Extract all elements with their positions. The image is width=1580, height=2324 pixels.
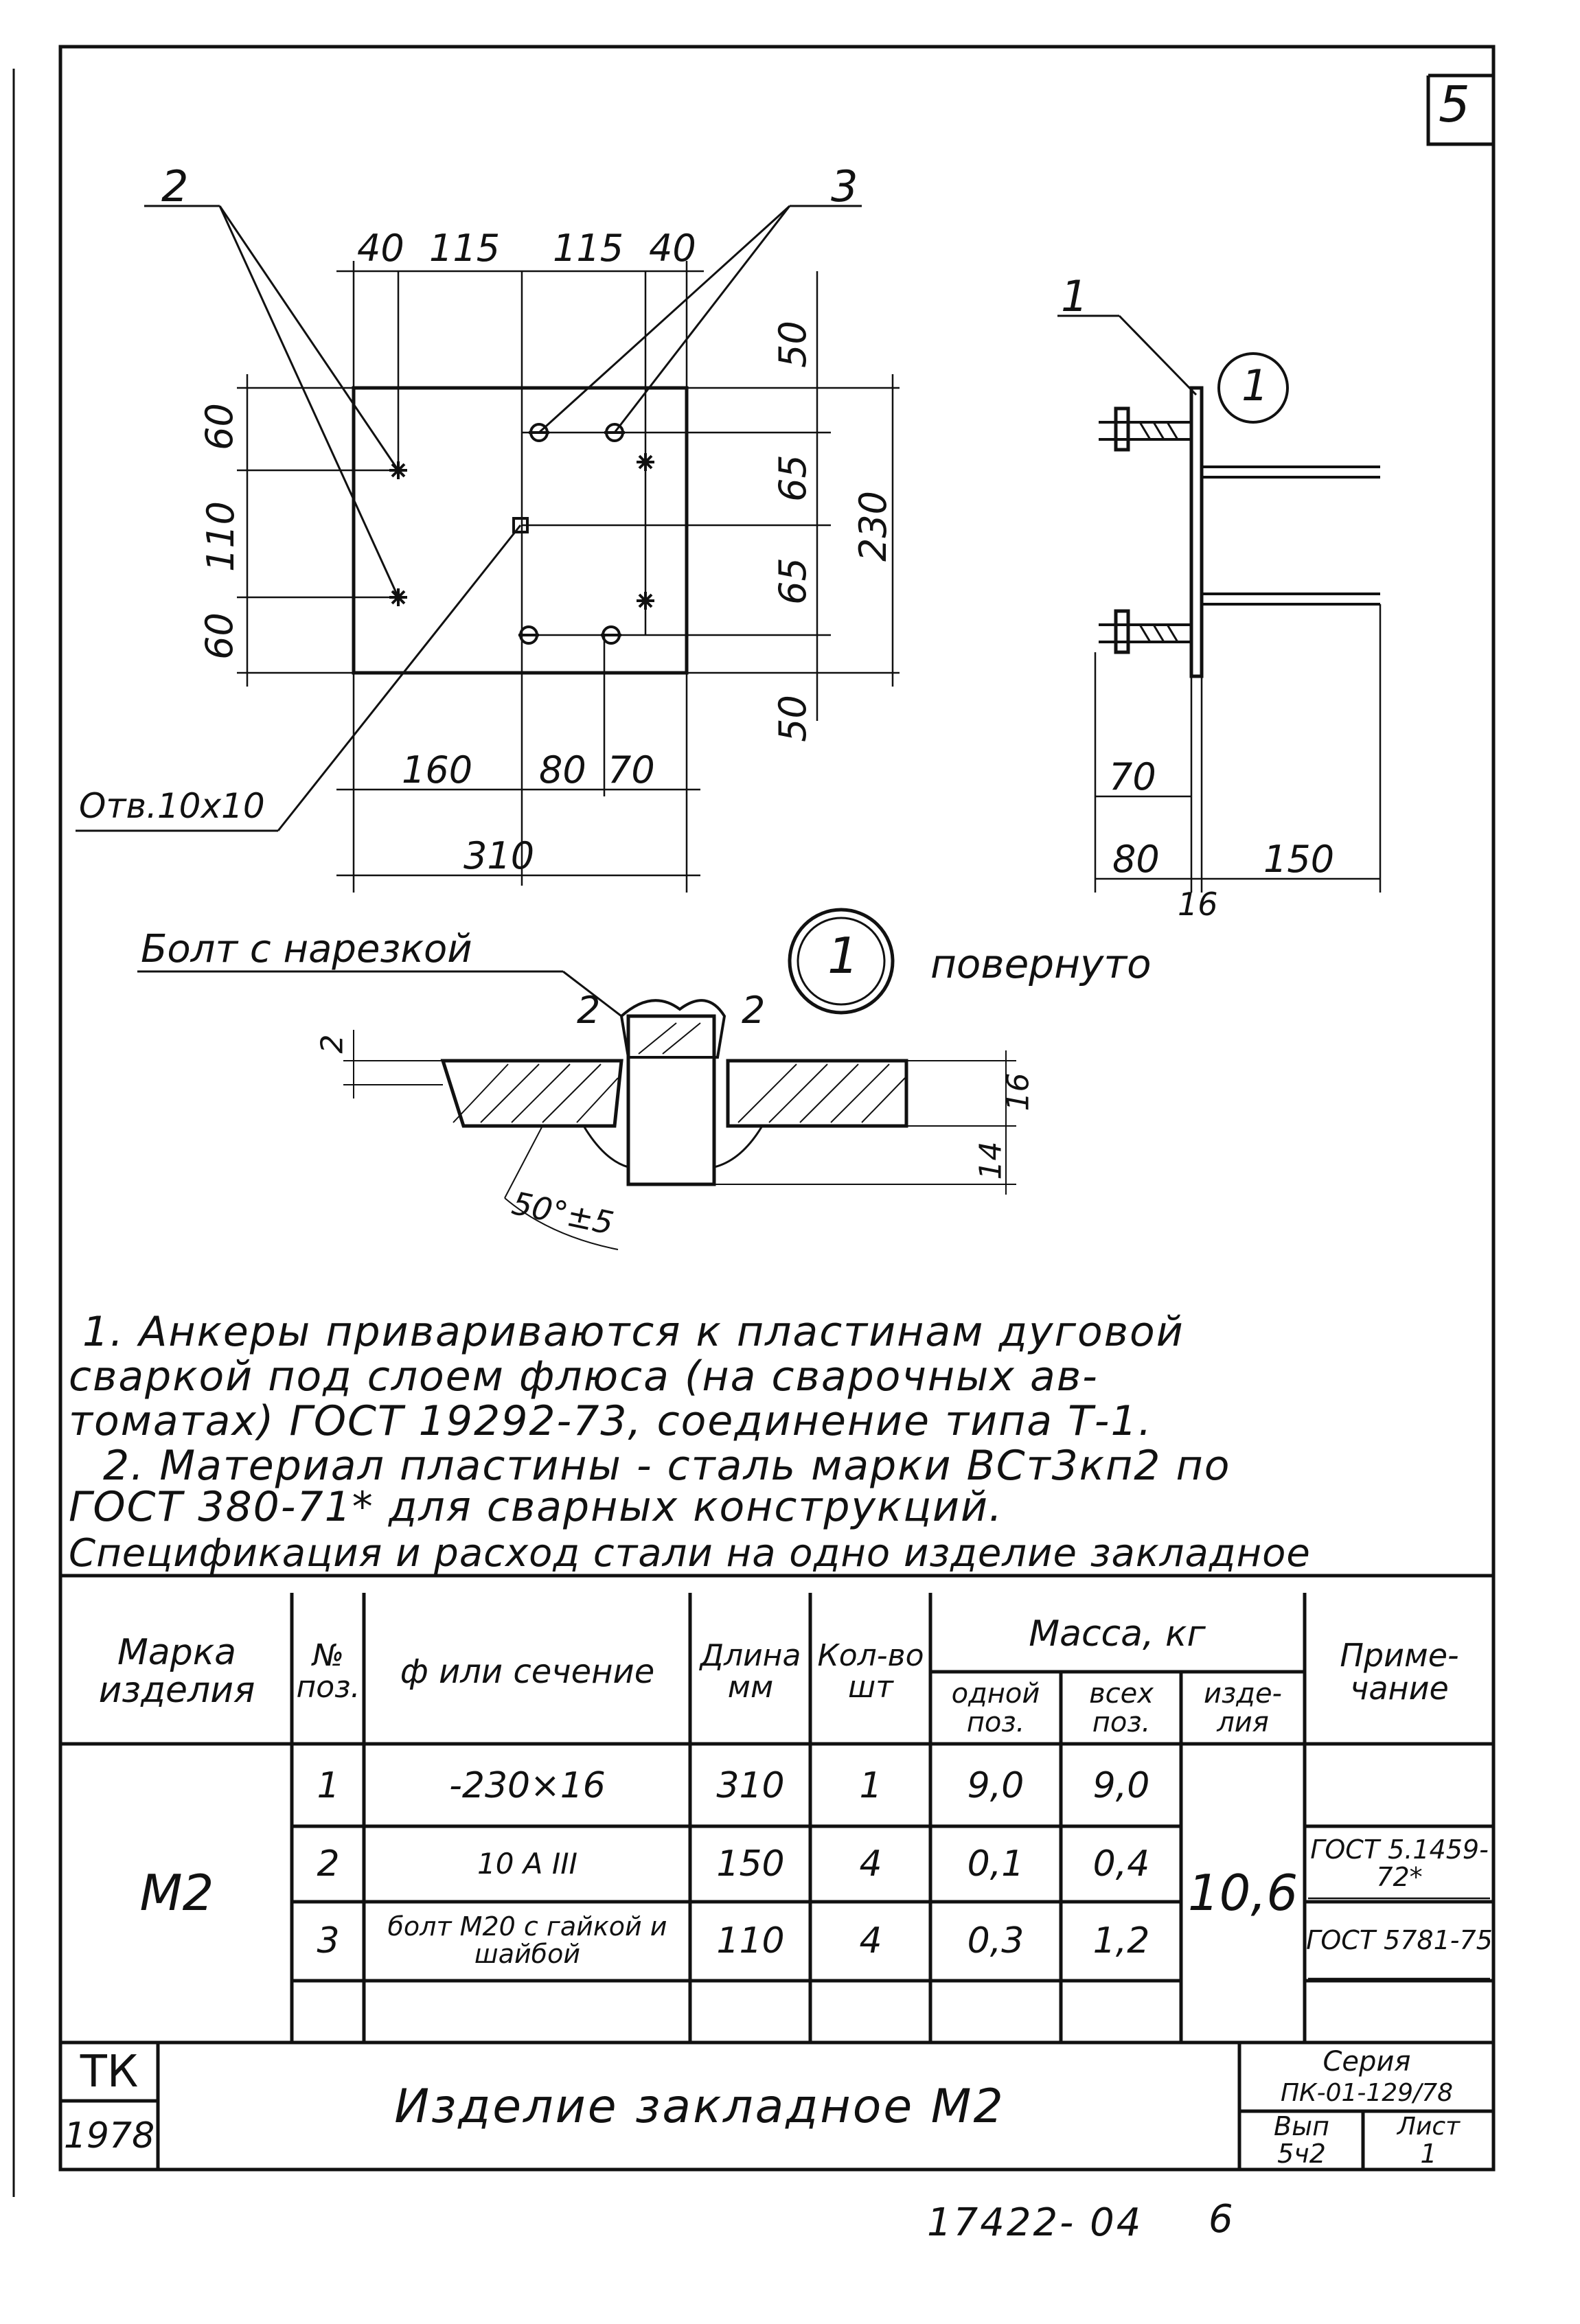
dim-bottom-3: 70 (608, 748, 655, 792)
side-dim-70: 70 (1109, 755, 1156, 798)
sheet-label: Лист (1397, 2113, 1461, 2141)
header-length: Длина мм (700, 1637, 801, 1705)
header-qty: Кол-во шт (817, 1637, 924, 1705)
row3-qty: 4 (859, 1920, 882, 1961)
row3-mass-all: 1,2 (1092, 1920, 1150, 1961)
dim-bottom-2: 80 (539, 748, 586, 792)
dim-top-4: 40 (649, 227, 696, 270)
archive-page: 6 (1209, 2197, 1233, 2242)
note-line-4: 2. Материал пластины - сталь марки ВСт3к… (103, 1442, 1231, 1490)
bolt-label: Болт с нарезкой (141, 927, 472, 971)
detail-marker-side: 1 (1241, 360, 1269, 411)
row2-length: 150 (716, 1843, 785, 1885)
series-label: Серия (1323, 2045, 1411, 2078)
weld-left: 2 (577, 989, 601, 1032)
drawing-title: Изделие закладное М2 (394, 2080, 1005, 2135)
issue-value: 5ч2 (1277, 2139, 1326, 2170)
year: 1978 (63, 2115, 155, 2156)
note-line-5: ГОСТ 380-71* для сварных конструкций. (69, 1483, 1004, 1531)
row2-section: 10 А III (477, 1846, 578, 1880)
dim-bottom-1: 160 (402, 748, 473, 792)
row2-mass-all: 0,4 (1092, 1843, 1150, 1885)
row1-qty: 1 (859, 1764, 882, 1806)
dim-top-1: 40 (357, 227, 404, 270)
row1-mass-one: 9,0 (967, 1764, 1024, 1806)
sheet-number-box (1426, 73, 1493, 146)
sheet-value: 1 (1420, 2139, 1437, 2170)
note-line-2: сваркой под слоем флюса (на сварочных ав… (69, 1353, 1099, 1401)
dim-right-total: 230 (851, 490, 895, 562)
callout-plate: 1 (1061, 271, 1088, 321)
header-pos: № поз. (296, 1637, 360, 1705)
header-section: ф или сечение (400, 1652, 655, 1691)
side-dim-16: 16 (1178, 886, 1218, 923)
dim-bottom-total: 310 (463, 834, 535, 877)
dim-left-2: 110 (199, 501, 243, 573)
header-mass: Масса, кг (1029, 1613, 1206, 1655)
header-note: Приме- чание (1340, 1636, 1459, 1707)
frame (58, 45, 1496, 2172)
detail-marker-suffix: повернуто (930, 941, 1152, 987)
issue-label: Вып (1274, 2111, 1329, 2142)
dim-top-2: 115 (429, 227, 501, 270)
side-dim-80: 80 (1112, 838, 1160, 881)
row1-mass-all: 9,0 (1092, 1764, 1150, 1806)
row2-note: ГОСТ 5.1459-72* (1310, 1834, 1489, 1892)
cell-item-mass: 10,6 (1187, 1863, 1298, 1922)
archive-code: 17422- 04 (927, 2200, 1143, 2245)
dim-right-3: 65 (770, 557, 814, 605)
row3-mass-one: 0,3 (967, 1920, 1024, 1961)
header-mass-item: изде- лия (1204, 1677, 1282, 1738)
section-dim-16: 16 (1000, 1072, 1036, 1112)
row1-section: -230×16 (449, 1764, 606, 1806)
section-dim-2: 2 (314, 1034, 350, 1054)
row2-mass-one: 0,1 (967, 1843, 1024, 1885)
header-mass-one: одной поз. (951, 1677, 1040, 1738)
weld-right: 2 (742, 989, 766, 1032)
dim-top-3: 115 (553, 227, 624, 270)
row2-qty: 4 (859, 1843, 882, 1885)
spec-table-grid (60, 1574, 1493, 2045)
dim-left-1: 60 (197, 403, 241, 450)
callout-bolt: 3 (831, 161, 858, 211)
row3-note: ГОСТ 5781-75 (1306, 1925, 1493, 1956)
row3-section: болт М20 с гайкой и шайбой (387, 1911, 667, 1969)
header-mass-all: всех поз. (1089, 1677, 1154, 1738)
header-mark: Марка изделия (98, 1632, 255, 1711)
section-dim-14: 14 (973, 1141, 1009, 1180)
sheet-number: 5 (1439, 76, 1470, 133)
dim-right-1: 50 (770, 321, 814, 368)
hole-label: Отв.10х10 (79, 786, 265, 826)
row1-length: 310 (716, 1764, 785, 1806)
series-code: ПК-01-129/78 (1280, 2079, 1454, 2108)
dim-right-4: 50 (770, 695, 814, 742)
cell-mark: М2 (139, 1863, 214, 1922)
row3-length: 110 (716, 1920, 785, 1961)
row3-pos: 3 (317, 1920, 340, 1961)
spec-title: Спецификация и расход стали на одно изде… (69, 1531, 1311, 1576)
org-code: ТК (80, 2047, 139, 2098)
side-dim-150: 150 (1263, 838, 1335, 881)
row1-pos: 1 (317, 1764, 340, 1806)
note-line-1: 1. Анкеры привариваются к пластинам дуго… (82, 1308, 1184, 1356)
dim-left-3: 60 (197, 612, 241, 660)
row2-pos: 2 (317, 1843, 340, 1885)
dim-right-2: 65 (770, 455, 814, 502)
detail-marker: 1 (827, 927, 859, 985)
title-block-grid (60, 2043, 1493, 2170)
note-line-3: томатах) ГОСТ 19292-73, соединение типа … (69, 1397, 1153, 1445)
plan-plate (352, 386, 689, 675)
callout-anchor: 2 (161, 161, 189, 211)
